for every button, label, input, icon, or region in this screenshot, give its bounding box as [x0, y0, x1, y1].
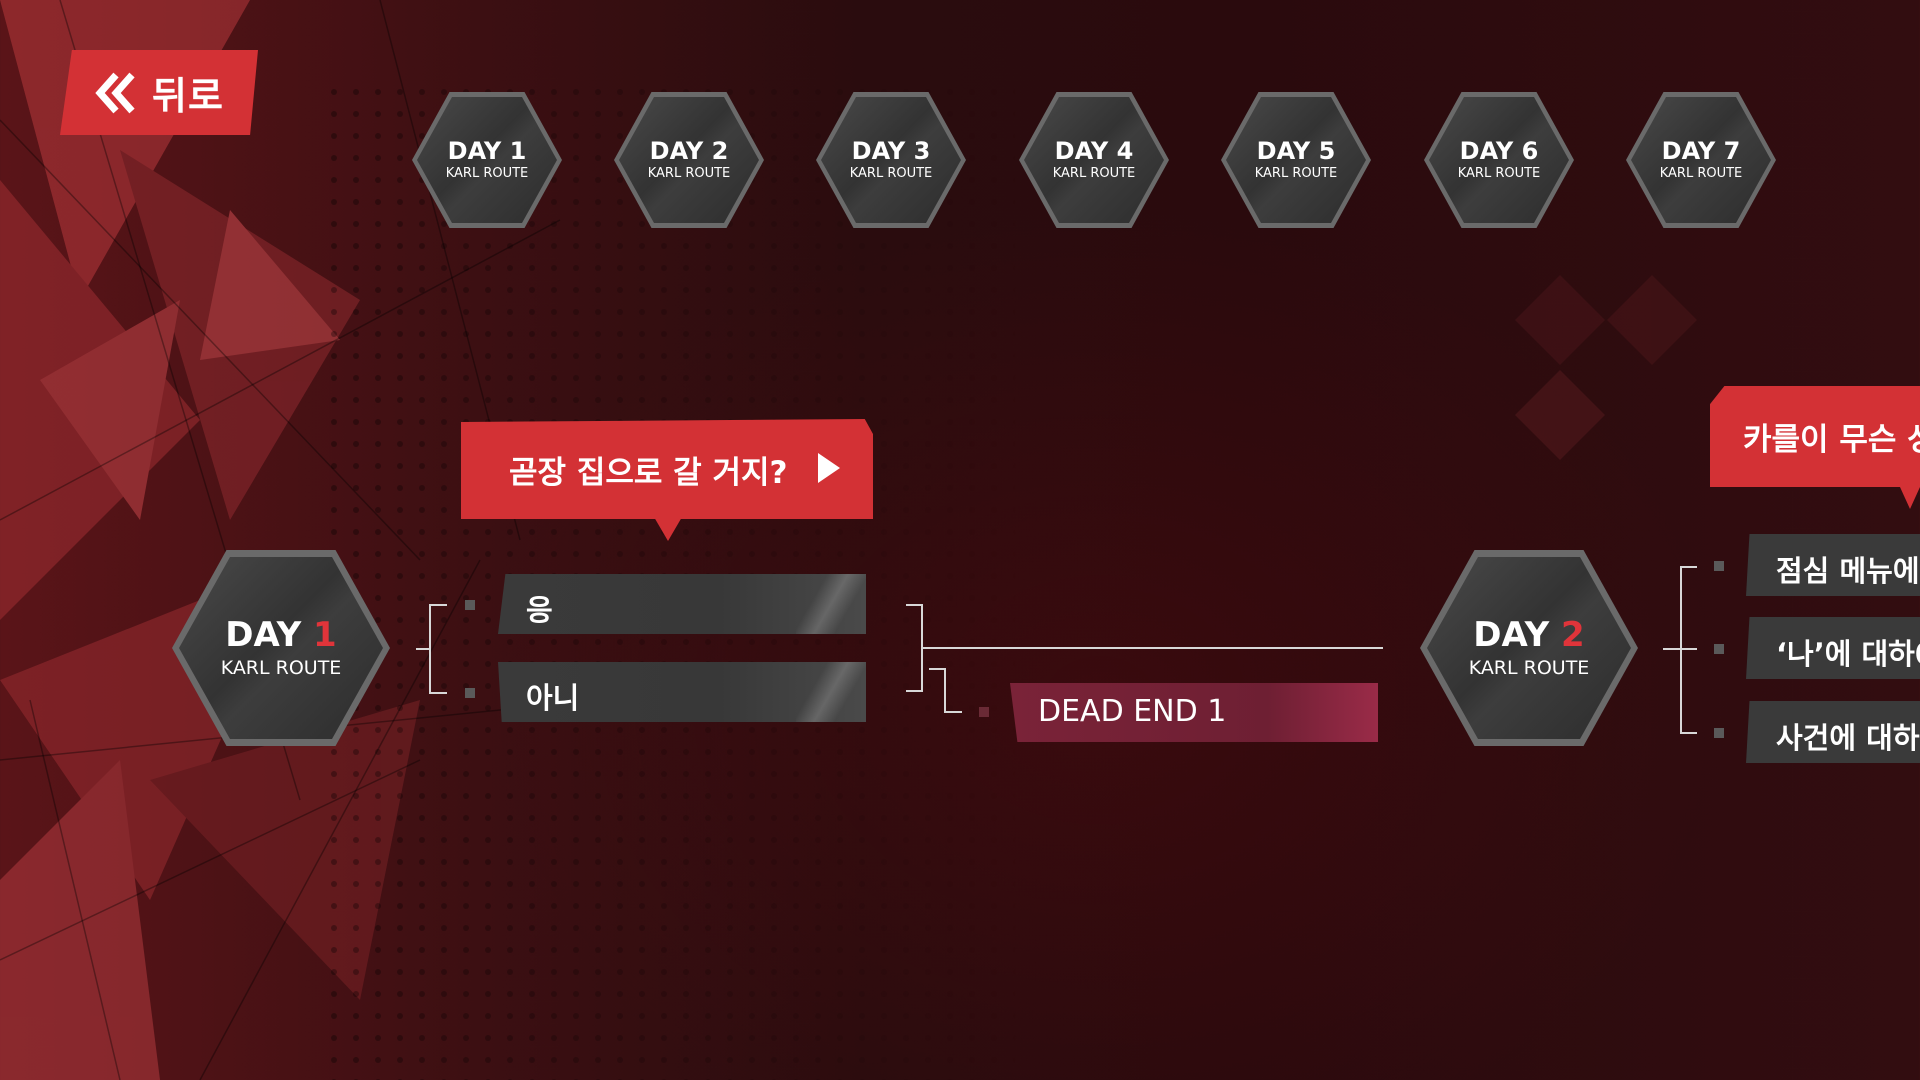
- route-label: KARL ROUTE: [849, 166, 933, 181]
- choice-yes[interactable]: 응: [498, 574, 866, 634]
- day-label: DAY 1: [447, 137, 527, 165]
- connector-line: [906, 604, 923, 606]
- connector-line: [1680, 566, 1682, 734]
- day1-route: KARL ROUTE: [220, 657, 342, 679]
- day-nav-item-1[interactable]: DAY 1 KARL ROUTE: [412, 92, 562, 228]
- day2-choice-3[interactable]: 사건에 대하0: [1746, 701, 1920, 763]
- route-label: KARL ROUTE: [1052, 166, 1136, 181]
- day-label: DAY 6: [1459, 137, 1539, 165]
- day-nav-item-6[interactable]: DAY 6 KARL ROUTE: [1424, 92, 1574, 228]
- day2-title: DAY 2: [1473, 615, 1585, 655]
- bullet-dot: [465, 600, 475, 610]
- day2-choice-2[interactable]: ‘나’에 대하0: [1746, 617, 1920, 679]
- connector-line: [416, 648, 429, 650]
- question-bubble-tail: [654, 517, 682, 541]
- dead-end-label: DEAD END 1: [1038, 694, 1227, 729]
- day2-route: KARL ROUTE: [1468, 657, 1590, 679]
- day2-choice-label: 사건에 대하0: [1776, 721, 1920, 755]
- day2-number: 2: [1561, 615, 1585, 655]
- day-label: DAY 4: [1054, 137, 1134, 165]
- route-label: KARL ROUTE: [445, 166, 529, 181]
- bullet-dot: [1714, 644, 1724, 654]
- day-label: DAY 5: [1256, 137, 1336, 165]
- choice-no[interactable]: 아니: [498, 662, 866, 722]
- connector-line: [906, 690, 923, 692]
- connector-line: [944, 668, 946, 713]
- bullet-dot: [465, 688, 475, 698]
- day2-bubble-tail: [1900, 487, 1920, 509]
- day2-question-text: 카를이 무슨 성: [1743, 422, 1920, 458]
- day1-node[interactable]: DAY 1 KARL ROUTE: [172, 550, 390, 746]
- day2-choice-1[interactable]: 점심 메뉴에: [1746, 534, 1920, 596]
- day-nav-item-7[interactable]: DAY 7 KARL ROUTE: [1626, 92, 1776, 228]
- dead-end-1[interactable]: DEAD END 1: [1010, 683, 1378, 742]
- route-label: KARL ROUTE: [1457, 166, 1541, 181]
- connector-line: [429, 692, 447, 694]
- day-label: DAY 7: [1661, 137, 1741, 165]
- connector-line: [921, 604, 923, 692]
- connector-line: [944, 711, 962, 713]
- connector-line: [429, 604, 431, 694]
- connector-line: [1663, 648, 1680, 650]
- day-label: DAY 2: [649, 137, 729, 165]
- question-bubble[interactable]: 곧장 집으로 갈 거지?: [461, 419, 873, 519]
- route-label: KARL ROUTE: [1659, 166, 1743, 181]
- day-nav-item-3[interactable]: DAY 3 KARL ROUTE: [816, 92, 966, 228]
- bullet-dot: [1714, 561, 1724, 571]
- double-chevron-left-icon: [95, 72, 135, 113]
- bullet-dot: [1714, 728, 1724, 738]
- day1-number: 1: [313, 615, 337, 655]
- choice-no-label: 아니: [526, 681, 580, 715]
- day2-node[interactable]: DAY 2 KARL ROUTE: [1420, 550, 1638, 746]
- choice-yes-label: 응: [526, 593, 553, 627]
- day2-question-bubble[interactable]: 카를이 무슨 성: [1710, 386, 1920, 487]
- bullet-dot: [979, 707, 989, 717]
- day1-title: DAY 1: [225, 615, 337, 655]
- day-nav-item-2[interactable]: DAY 2 KARL ROUTE: [614, 92, 764, 228]
- connector-line: [923, 647, 1383, 649]
- connector-line: [429, 604, 447, 606]
- connector-line: [1680, 732, 1697, 734]
- connector-line: [929, 668, 946, 670]
- back-button-label: 뒤로: [152, 74, 224, 118]
- route-label: KARL ROUTE: [647, 166, 731, 181]
- back-button[interactable]: 뒤로: [60, 50, 258, 135]
- day2-choice-label: ‘나’에 대하0: [1776, 637, 1920, 671]
- day-label: DAY 3: [851, 137, 931, 165]
- play-icon: [818, 453, 840, 483]
- day-nav-item-5[interactable]: DAY 5 KARL ROUTE: [1221, 92, 1371, 228]
- day2-choice-label: 점심 메뉴에: [1776, 554, 1920, 588]
- route-label: KARL ROUTE: [1254, 166, 1338, 181]
- connector-line: [1680, 648, 1697, 650]
- question-text: 곧장 집으로 갈 거지?: [509, 455, 788, 491]
- day-nav-item-4[interactable]: DAY 4 KARL ROUTE: [1019, 92, 1169, 228]
- connector-line: [1680, 566, 1697, 568]
